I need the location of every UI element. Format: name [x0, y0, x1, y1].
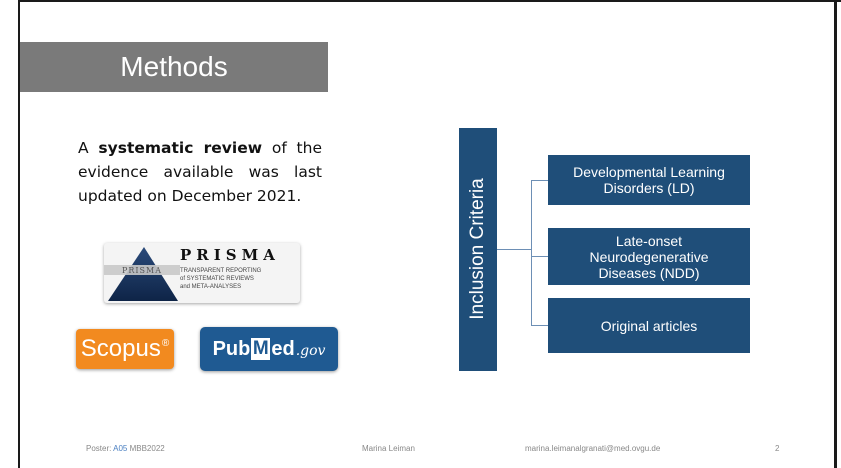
- pubmed-gov: .gov: [295, 343, 326, 359]
- footer-email[interactable]: marina.leimanalgranati@med.ovgu.de: [525, 444, 661, 453]
- footer-author: Marina Leiman: [362, 444, 415, 453]
- pubmed-pub: Pub: [212, 337, 251, 360]
- inclusion-criteria-label: Inclusion Criteria: [467, 178, 488, 320]
- scopus-label: Scopus: [80, 335, 161, 362]
- prisma-triangle-icon: PRISMA: [104, 247, 180, 301]
- pubmed-ed: ed: [271, 337, 295, 360]
- footer-page-number: 2: [775, 444, 780, 453]
- footer-poster-id: A05: [113, 444, 128, 453]
- intro-after: of the evidence available was last updat…: [78, 139, 322, 205]
- connector-branch-3: [531, 325, 548, 326]
- connector-branch-1: [531, 180, 548, 181]
- intro-bold: systematic review: [98, 139, 263, 157]
- slide-frame-right: [834, 0, 837, 468]
- footer-poster: Poster: A05 MBB2022: [86, 444, 165, 453]
- criteria-node-ld: Developmental Learning Disorders (LD): [548, 155, 750, 205]
- slide-frame-top: [18, 0, 841, 2]
- prisma-mark-text: PRISMA: [122, 266, 162, 275]
- criteria-node-ndd: Late-onset Neurodegenerative Diseases (N…: [548, 228, 750, 285]
- connector-stub: [497, 249, 532, 250]
- slide-frame-left: [18, 0, 20, 468]
- connector-branch-2: [531, 256, 548, 257]
- connector-trunk: [531, 180, 532, 326]
- prisma-subtitle: TRANSPARENT REPORTING of SYSTEMATIC REVI…: [180, 268, 262, 290]
- inclusion-criteria-box: [459, 128, 497, 371]
- section-title: Methods: [20, 42, 328, 92]
- pubmed-m-block: M: [251, 338, 271, 360]
- intro-before: A: [78, 139, 99, 157]
- footer-poster-label: Poster:: [86, 444, 114, 453]
- prisma-logo: PRISMA PRISMA TRANSPARENT REPORTING of S…: [104, 243, 300, 303]
- scopus-logo: Scopus®: [76, 329, 174, 369]
- criteria-node-original: Original articles: [548, 298, 750, 353]
- prisma-title: PRISMA: [180, 246, 280, 264]
- intro-paragraph: A systematic review of the evidence avai…: [78, 136, 322, 208]
- scopus-registered-mark: ®: [161, 337, 170, 349]
- footer-event: MBB2022: [127, 444, 165, 453]
